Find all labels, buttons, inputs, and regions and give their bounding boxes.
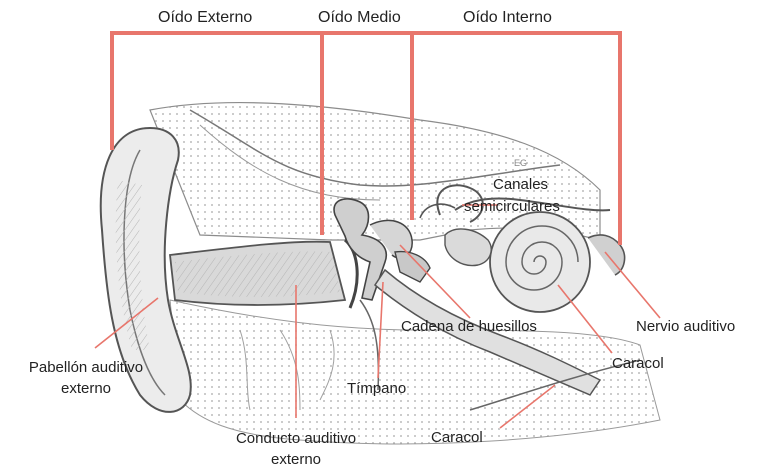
label-canals-line2: semicirculares xyxy=(464,198,560,216)
label-pinna-line2: externo xyxy=(61,380,111,398)
artist-initials: EG xyxy=(514,154,527,172)
label-eardrum: Tímpano xyxy=(347,380,406,398)
label-canal-line2: externo xyxy=(271,451,321,469)
vestibule xyxy=(445,229,491,266)
section-inner-ear-label: Oído Interno xyxy=(463,9,552,27)
label-canals-line1: Canales xyxy=(493,176,548,194)
label-auditory-nerve: Nervio auditivo xyxy=(636,318,735,336)
section-outer-ear-label: Oído Externo xyxy=(158,9,252,27)
label-cochlea-right: Caracol xyxy=(612,355,664,373)
cochlea-outer xyxy=(490,212,590,312)
ossicle-stapes xyxy=(395,252,430,282)
label-cochlea-bottom: Caracol xyxy=(431,429,483,447)
leader-nerve xyxy=(605,252,660,318)
label-canal-line1: Conducto auditivo xyxy=(236,430,356,448)
label-pinna-line1: Pabellón auditivo xyxy=(29,359,143,377)
label-ossicles: Cadena de huesillos xyxy=(401,318,537,336)
section-middle-ear-label: Oído Medio xyxy=(318,9,401,27)
